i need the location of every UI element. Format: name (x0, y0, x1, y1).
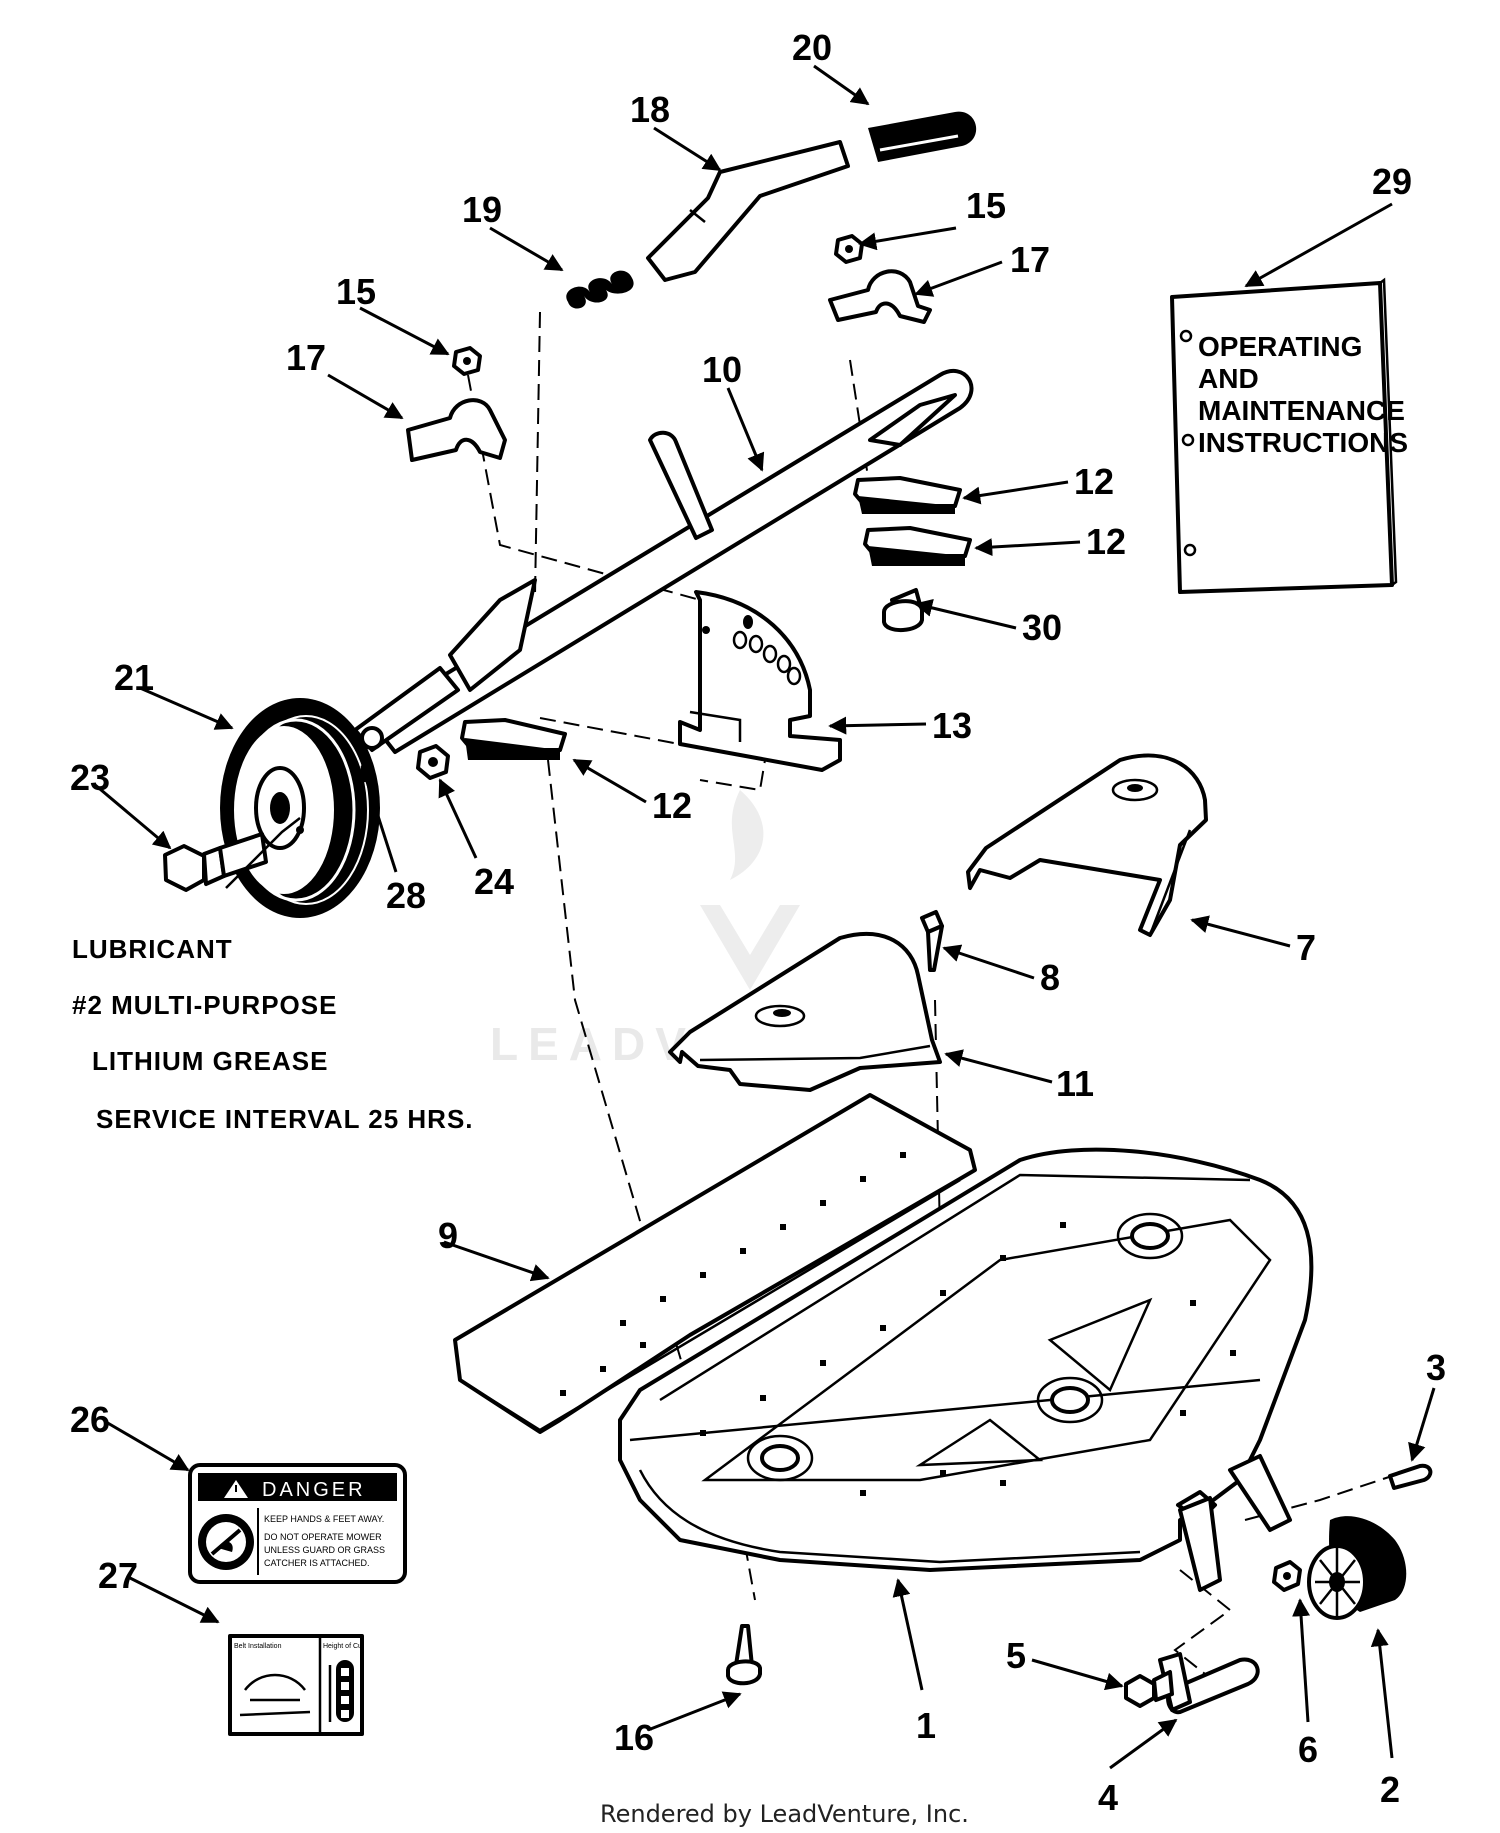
callout-23: 23 (70, 757, 110, 798)
callout-9: 9 (438, 1215, 458, 1256)
manual-title-line-2: AND (1198, 363, 1259, 394)
footer-credit: Rendered by LeadVenture, Inc. (600, 1800, 969, 1828)
part-nut-roller (1272, 1560, 1302, 1592)
part-danger-decal: DANGER KEEP HANDS & FEET AWAY. DO NOT OP… (188, 1463, 407, 1584)
callout-20: 20 (792, 27, 832, 68)
callout-1: 1 (916, 1705, 936, 1746)
part-pulley-cover-center (668, 932, 942, 1092)
part-screw-cover (920, 910, 944, 972)
manual-title-line-4: INSTRUCTIONS (1198, 427, 1408, 458)
callout-16: 16 (614, 1717, 654, 1758)
callout-26: 26 (70, 1399, 110, 1440)
callout-29: 29 (1372, 161, 1412, 202)
belt-decal-left-title: Belt Installation (234, 1643, 282, 1650)
callout-8: 8 (1040, 957, 1060, 998)
manual-title-line-1: OPERATING (1198, 331, 1362, 362)
part-gauge-wheel (220, 698, 380, 918)
callout-4: 4 (1098, 1777, 1118, 1818)
part-plate-upper-1 (853, 476, 962, 514)
lubricant-note-line-3: LITHIUM GREASE (92, 1046, 328, 1076)
part-lift-shaft (353, 368, 974, 754)
danger-decal-line-2: DO NOT OPERATE MOWER (264, 1532, 382, 1542)
callout-17-left: 17 (286, 337, 326, 378)
callout-24: 24 (474, 861, 514, 902)
part-operator-manual: OPERATING AND MAINTENANCE INSTRUCTIONS (1170, 277, 1408, 594)
part-clamp-left (406, 398, 507, 462)
lubricant-note-line-1: LUBRICANT (72, 934, 233, 964)
callout-15-right: 15 (966, 185, 1006, 226)
callout-11: 11 (1056, 1063, 1094, 1104)
part-shoulder-bolt (163, 832, 268, 892)
callout-numbers: 20 18 19 15 15 17 17 10 29 12 12 30 13 1… (70, 27, 1446, 1818)
belt-decal-right-title: Height of Cut (323, 1643, 364, 1650)
lubricant-note-line-2: #2 MULTI-PURPOSE (72, 990, 337, 1020)
part-spring (566, 270, 634, 309)
part-hex-nut-right (834, 234, 864, 264)
part-roller-bracket (1158, 1652, 1260, 1715)
danger-decal-line-1: KEEP HANDS & FEET AWAY. (264, 1514, 384, 1524)
danger-decal-line-3: UNLESS GUARD OR GRASS (264, 1545, 385, 1555)
callout-27: 27 (98, 1555, 138, 1596)
lubricant-note: LUBRICANT #2 MULTI-PURPOSE LITHIUM GREAS… (72, 817, 474, 1134)
part-hex-nut-left (452, 346, 482, 376)
part-cotter-pin (1388, 1463, 1433, 1490)
part-belt-decal: Belt Installation Height of Cut (228, 1634, 364, 1736)
callout-17-right: 17 (1010, 239, 1050, 280)
part-screw-upper (882, 588, 924, 632)
part-height-bracket (678, 590, 842, 772)
callout-6: 6 (1298, 1729, 1318, 1770)
part-grip (868, 111, 977, 162)
part-mower-deck (618, 1147, 1314, 1592)
callout-3: 3 (1426, 1347, 1446, 1388)
callout-15-left: 15 (336, 271, 376, 312)
part-lift-handle (646, 140, 850, 282)
part-discharge-chute (453, 1093, 977, 1434)
part-pulley-cover-right (966, 753, 1208, 937)
callout-21: 21 (114, 657, 154, 698)
part-plate-lower (460, 718, 567, 760)
manual-title-line-3: MAINTENANCE (1198, 395, 1405, 426)
lubricant-note-line-4: SERVICE INTERVAL 25 HRS. (96, 1104, 474, 1134)
callout-2: 2 (1380, 1769, 1400, 1810)
callout-7: 7 (1296, 927, 1316, 968)
callout-13: 13 (932, 705, 972, 746)
part-screw-deck (726, 1624, 762, 1686)
part-nut-axle (416, 744, 450, 780)
callout-5: 5 (1006, 1635, 1026, 1676)
leader-arrows (93, 64, 1436, 1770)
part-bolt-roller (1124, 1670, 1174, 1708)
callout-28: 28 (386, 875, 426, 916)
callout-12-lower: 12 (652, 785, 692, 826)
part-clamp-right (828, 269, 932, 324)
callout-10: 10 (702, 349, 742, 390)
callout-30: 30 (1022, 607, 1062, 648)
callout-18: 18 (630, 89, 670, 130)
danger-decal-header: DANGER (262, 1479, 366, 1501)
part-anti-scalp-roller (1307, 1516, 1407, 1620)
danger-decal-line-4: CATCHER IS ATTACHED. (264, 1558, 370, 1568)
callout-12-upper: 12 (1074, 461, 1114, 502)
callout-19: 19 (462, 189, 502, 230)
part-plate-upper-2 (863, 526, 972, 566)
callout-12-middle: 12 (1086, 521, 1126, 562)
